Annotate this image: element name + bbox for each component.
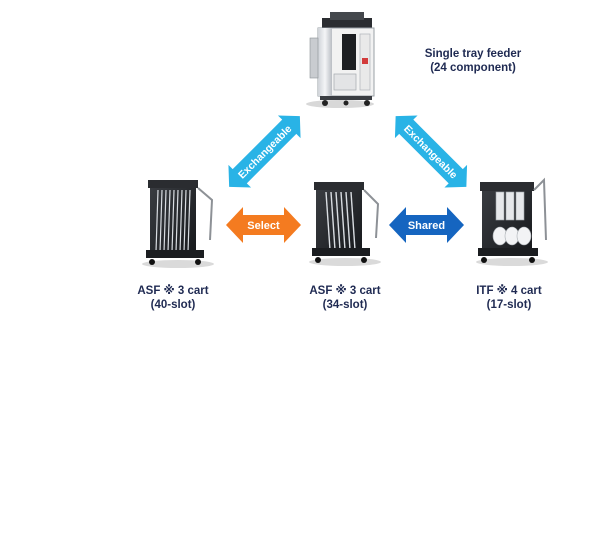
exchangeable-arrow-right-label: Exchangeable xyxy=(401,123,460,182)
select-arrow-label: Select xyxy=(247,220,280,232)
single-tray-feeder-title: Single tray feeder xyxy=(424,48,522,60)
single-tray-feeder-subtitle: (24 component) xyxy=(430,62,516,74)
itf-17-slot-label-line1: ITF ※ 4 cart xyxy=(476,285,542,297)
asf-40-slot-label-line2: (40-slot) xyxy=(150,299,196,311)
itf-17-slot-label-line2: (17-slot) xyxy=(486,299,532,311)
select-arrow: Select xyxy=(226,207,301,243)
asf-34-slot-label-line2: (34-slot) xyxy=(322,299,368,311)
itf-17-slot-label: ITF ※ 4 cart (17-slot) xyxy=(454,284,564,312)
exchangeable-arrow-left: Exchangeable xyxy=(228,115,301,188)
shared-arrow: Shared xyxy=(389,207,464,243)
itf-17-slot-cart-image xyxy=(476,177,548,266)
exchangeable-arrow-left-shape xyxy=(228,115,301,188)
exchangeable-arrow-right: Exchangeable xyxy=(394,115,468,188)
shared-arrow-shape xyxy=(389,207,464,243)
asf-34-slot-cart-image xyxy=(309,182,381,266)
asf-34-slot-label-line1: ASF ※ 3 cart xyxy=(309,285,381,297)
exchangeable-arrow-left-label: Exchangeable xyxy=(236,123,295,182)
asf-40-slot-cart-image xyxy=(142,180,214,268)
asf-40-slot-label-line1: ASF ※ 3 cart xyxy=(137,285,209,297)
shared-arrow-label: Shared xyxy=(408,220,445,232)
single-tray-feeder-image xyxy=(306,12,375,108)
asf-40-slot-label: ASF ※ 3 cart (40-slot) xyxy=(118,284,228,312)
exchangeable-arrow-right-shape xyxy=(394,115,468,188)
single-tray-feeder-label: Single tray feeder (24 component) xyxy=(408,47,538,75)
asf-34-slot-label: ASF ※ 3 cart (34-slot) xyxy=(290,284,400,312)
select-arrow-shape xyxy=(226,207,301,243)
